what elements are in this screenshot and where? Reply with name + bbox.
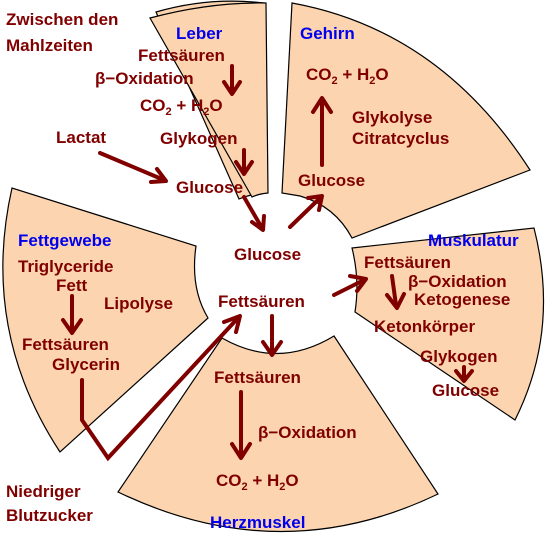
- gehirn-glucose: Glucose: [298, 171, 365, 190]
- arrow-muskel-fs-keton: [390, 274, 398, 307]
- arrowhead: [234, 160, 254, 176]
- gehirn-glykolyse: Glykolyse: [352, 108, 432, 127]
- organ-title-muskulatur: Muskulatur: [428, 231, 519, 250]
- muskulatur-glykogen: Glykogen: [420, 347, 497, 366]
- organ-title-fettgewebe: Fettgewebe: [18, 231, 112, 250]
- leber-beta-oxidation: β−Oxidation: [95, 69, 194, 88]
- muskulatur-beta-oxidation: β−Oxidation: [408, 272, 507, 291]
- arrowhead: [454, 369, 474, 383]
- fettgewebe-glycerin: Glycerin: [52, 355, 120, 374]
- fettgewebe-fett: Fett: [56, 276, 88, 295]
- arrow-fettgewebe-to-center: [80, 316, 240, 462]
- muskulatur-glucose: Glucose: [432, 381, 499, 400]
- arrow-leber-to-center: [242, 195, 264, 230]
- intro-line-2: Mahlzeiten: [6, 36, 93, 55]
- arrowhead: [222, 80, 242, 96]
- herzmuskel-co2-h2o: CO2 + H2O: [216, 471, 299, 493]
- arrows: [61, 64, 474, 462]
- center-fettsaeuren: Fettsäuren: [218, 292, 305, 311]
- organ-title-gehirn: Gehirn: [300, 24, 355, 43]
- leber-glucose: Glucose: [176, 178, 243, 197]
- arrowhead: [261, 340, 283, 357]
- arrowhead: [61, 318, 83, 335]
- arrow-center-to-muskel: [332, 278, 366, 297]
- arrowhead: [222, 314, 242, 334]
- sector-gehirn: [281, 2, 531, 239]
- footer-line-1: Niedriger: [6, 482, 81, 501]
- leber-fettsaeuren: Fettsäuren: [138, 46, 225, 65]
- center-glucose: Glucose: [234, 245, 301, 264]
- muskulatur-ketonkoerper: Ketonkörper: [374, 317, 475, 336]
- fettgewebe-triglyceride: Triglyceride: [18, 257, 113, 276]
- footer-line-2: Blutzucker: [6, 506, 93, 525]
- leber-co2-h2o: CO2 + H2O: [140, 96, 223, 118]
- leber-glykogen: Glykogen: [160, 129, 237, 148]
- arrowhead: [348, 274, 368, 293]
- arrowhead: [306, 194, 324, 212]
- arrowhead: [149, 167, 168, 184]
- intro-line-1: Zwischen den: [6, 10, 118, 29]
- sector-fettgewebe: [2, 187, 209, 453]
- arrow-leber-lactat-glucose: [98, 151, 166, 182]
- muskulatur-ketogenese: Ketogenese: [414, 290, 510, 309]
- gehirn-co2-h2o: CO2 + H2O: [306, 65, 389, 87]
- muskulatur-fettsaeuren: Fettsäuren: [364, 253, 451, 272]
- arrowhead: [250, 214, 266, 232]
- arrowhead: [385, 292, 406, 310]
- herzmuskel-fettsaeuren: Fettsäuren: [214, 368, 301, 387]
- sector-leber-shape: [149, 2, 269, 198]
- sectors: [2, 0, 545, 533]
- sector-herzmuskel: [117, 335, 439, 533]
- fettgewebe-lipolyse: Lipolyse: [104, 294, 173, 313]
- leber-lactat: Lactat: [56, 128, 106, 147]
- arrow-center-to-gehirn: [288, 196, 322, 229]
- herzmuskel-beta-oxidation: β−Oxidation: [258, 423, 357, 442]
- organ-title-herzmuskel: Herzmuskel: [210, 513, 305, 532]
- gehirn-citratcyclus: Citratcyclus: [352, 129, 449, 148]
- organ-title-leber: Leber: [176, 24, 223, 43]
- arrowhead: [230, 442, 252, 460]
- arrowhead: [311, 96, 333, 114]
- fettgewebe-fettsaeuren: Fettsäuren: [22, 335, 109, 354]
